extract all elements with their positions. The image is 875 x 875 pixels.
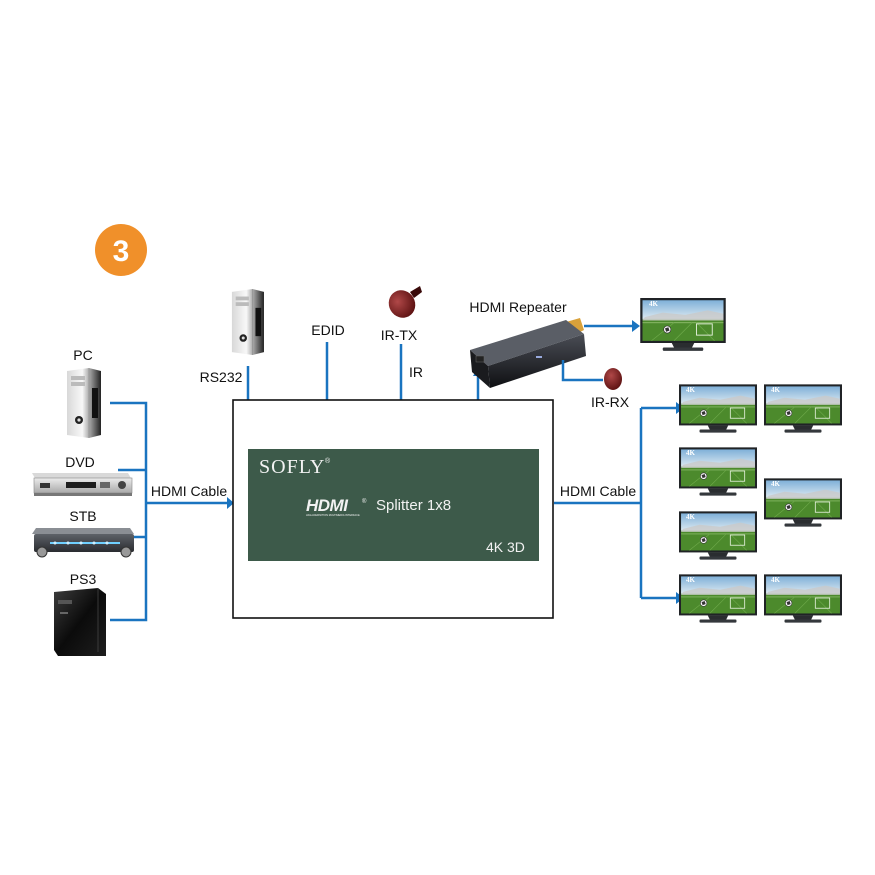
hdmi-cable-output-label: HDMI Cable <box>560 483 636 499</box>
input-wires <box>110 401 234 622</box>
splitter-front-panel <box>248 449 539 561</box>
output-tv-badge-5: 4K <box>771 480 781 488</box>
dvd-player-icon <box>32 473 133 496</box>
hdmi-logo-text: HDMI <box>306 496 349 515</box>
hdmi-repeater-icon <box>470 318 586 388</box>
output-tv-grid <box>679 384 842 624</box>
stb-label: STB <box>69 508 96 524</box>
brand-name: SOFLY <box>259 456 325 478</box>
output-tv-badge-4: 4K <box>686 449 696 457</box>
output-tv-badge-3: 4K <box>771 386 781 394</box>
tv-badge-label: 4K <box>649 300 659 308</box>
hdmi-logo: HDMI ® HIGH-DEFINITION MULTIMEDIA INTERF… <box>306 496 367 517</box>
ps3-console-icon <box>54 588 106 656</box>
ir-rx-sensor-icon <box>604 368 622 390</box>
output-tv-badge-6: 4K <box>686 513 696 521</box>
step-badge <box>95 224 147 276</box>
hdmi-logo-mark: ® <box>362 498 367 505</box>
edid-label: EDID <box>311 322 344 338</box>
rs232-label: RS232 <box>200 369 243 385</box>
dvd-label: DVD <box>65 454 95 470</box>
output-tv-badge-1: 4K <box>0 0 10 2</box>
hdmi-cable-input-label: HDMI Cable <box>151 483 227 499</box>
hdmi-repeater-label: HDMI Repeater <box>469 299 567 315</box>
output-tv-badge-7: 4K <box>686 576 696 584</box>
ir-rx-label: IR-RX <box>591 394 630 410</box>
step-badge-number: 3 <box>113 235 130 268</box>
hdmi-logo-tagline: HIGH-DEFINITION MULTIMEDIA INTERFACE <box>306 513 360 517</box>
output-tv-badge-8: 4K <box>771 576 781 584</box>
ir-tx-sensor-icon <box>388 286 422 318</box>
output-wires <box>554 402 684 604</box>
pc-label: PC <box>73 347 92 363</box>
feature-label: 4K 3D <box>486 539 525 555</box>
output-tv-badge-2: 4K <box>686 386 696 394</box>
set-top-box-icon <box>32 528 134 558</box>
ir-label: IR <box>409 364 423 380</box>
pc-icon <box>66 368 102 438</box>
model-name: Splitter 1x8 <box>376 497 451 514</box>
rs232-pc-icon <box>231 289 265 355</box>
brand-mark: ® <box>325 457 331 465</box>
ir-tx-label: IR-TX <box>381 327 418 343</box>
ir-rx-wire <box>561 360 603 382</box>
ps3-label: PS3 <box>70 571 97 587</box>
